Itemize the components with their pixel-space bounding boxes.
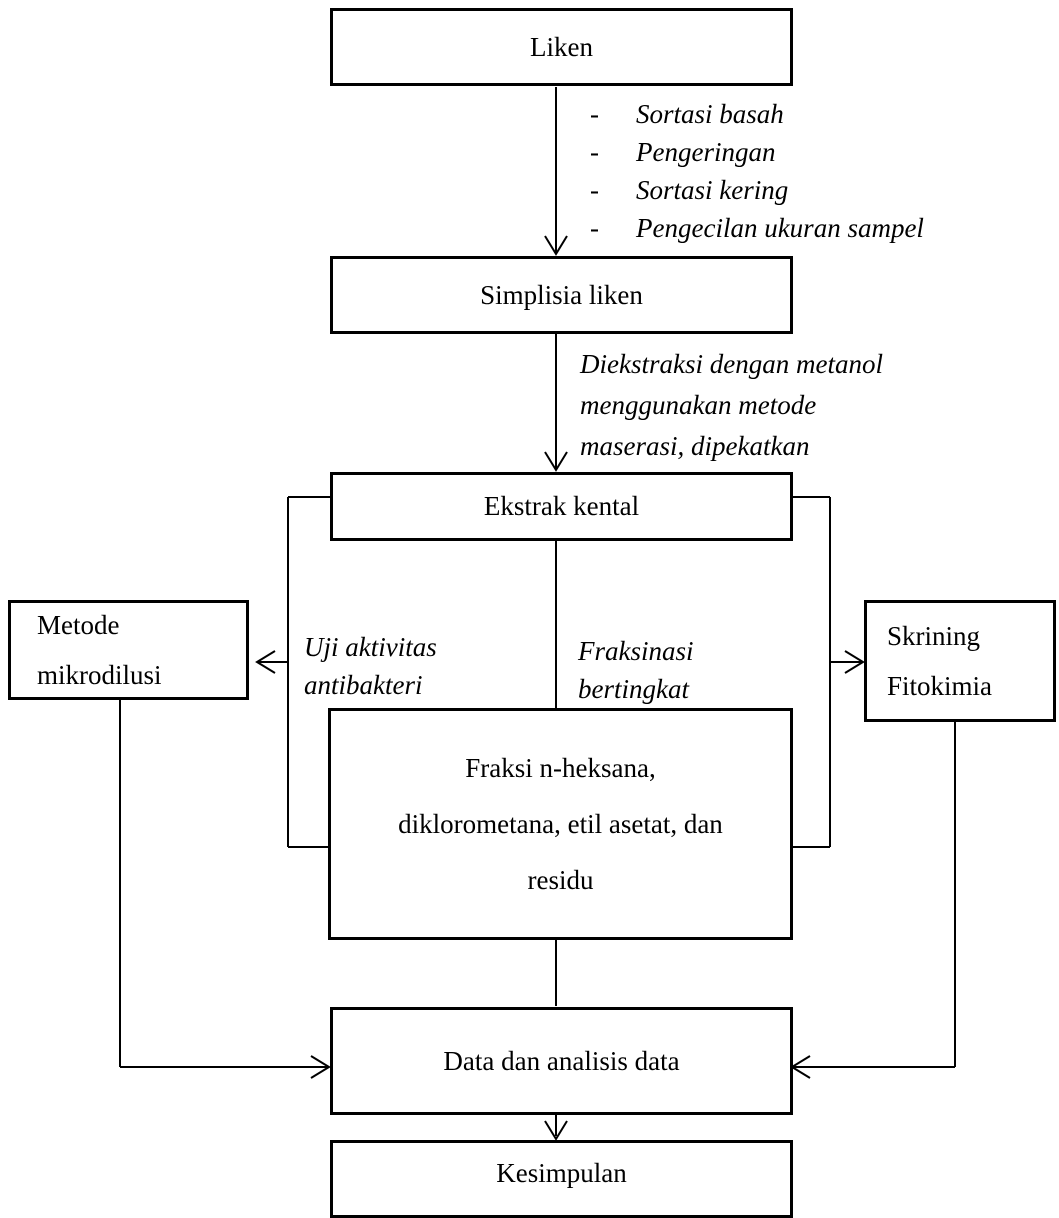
arrowhead-data-left [310,1055,331,1079]
node-liken-label: Liken [530,31,593,62]
extraction-line-1: Diekstraksi dengan metanol [580,349,883,379]
extraction-label: Diekstraksi dengan metanol menggunakan m… [580,344,883,467]
fractionation-line-2: bertingkat [578,674,689,704]
node-metode-line-1: Metode [37,610,120,640]
node-skrining: Skrining Fitokimia [864,600,1056,722]
node-skrining-line-1: Skrining [887,621,981,651]
node-simplisia: Simplisia liken [330,256,793,334]
connectors [119,87,956,1141]
processing-step: - Pengeringan [590,133,924,171]
arrowhead-kesimpulan [544,1120,568,1141]
node-fraksi-line-3: residu [527,865,594,895]
node-fraksi-line-1: Fraksi n-heksana, [465,753,656,783]
node-simplisia-label: Simplisia liken [480,279,643,310]
processing-step-text: Pengeringan [636,137,776,167]
node-liken: Liken [330,8,793,86]
arrowhead-ekstrak [544,451,568,472]
processing-step-text: Sortasi basah [636,99,784,129]
fractionation-line-1: Fraksinasi [578,636,694,666]
antibacterial-line-2: antibakteri [304,670,423,700]
extraction-line-2: menggunakan metode [580,390,817,420]
node-fraksi-line-2: diklorometana, etil asetat, dan [398,809,723,839]
step-marker: - [590,137,599,167]
flowchart: Liken Simplisia liken Ekstrak kental Met… [8,8,1056,1218]
node-metode: Metode mikrodilusi [8,600,249,700]
fractionation-label: Fraksinasi bertingkat [578,632,694,708]
step-marker: - [590,99,599,129]
arrowhead-metode [255,650,276,674]
step-marker: - [590,175,599,205]
extraction-line-3: maserasi, dipekatkan [580,431,810,461]
node-data-label: Data dan analisis data [443,1045,680,1076]
processing-steps-list: - Sortasi basah - Pengeringan - Sortasi … [590,95,924,247]
processing-step-text: Sortasi kering [636,175,789,205]
antibacterial-line-1: Uji aktivitas [304,632,437,662]
node-kesimpulan: Kesimpulan [330,1140,793,1218]
step-marker: - [590,213,599,243]
node-data: Data dan analisis data [330,1007,793,1115]
node-metode-line-2: mikrodilusi [37,660,162,690]
processing-step-text: Pengecilan ukuran sampel [636,213,924,243]
node-kesimpulan-label: Kesimpulan [496,1158,627,1188]
processing-step: - Pengecilan ukuran sampel [590,209,924,247]
processing-step: - Sortasi kering [590,171,924,209]
arrowhead-simplisia [544,235,568,256]
arrowhead-skrining [844,650,865,674]
processing-step: - Sortasi basah [590,95,924,133]
node-ekstrak-label: Ekstrak kental [483,491,640,522]
node-fraksi: Fraksi n-heksana, diklorometana, etil as… [328,708,793,940]
node-skrining-line-2: Fitokimia [887,671,993,701]
node-ekstrak: Ekstrak kental [330,472,793,541]
antibacterial-label: Uji aktivitas antibakteri [304,628,437,704]
